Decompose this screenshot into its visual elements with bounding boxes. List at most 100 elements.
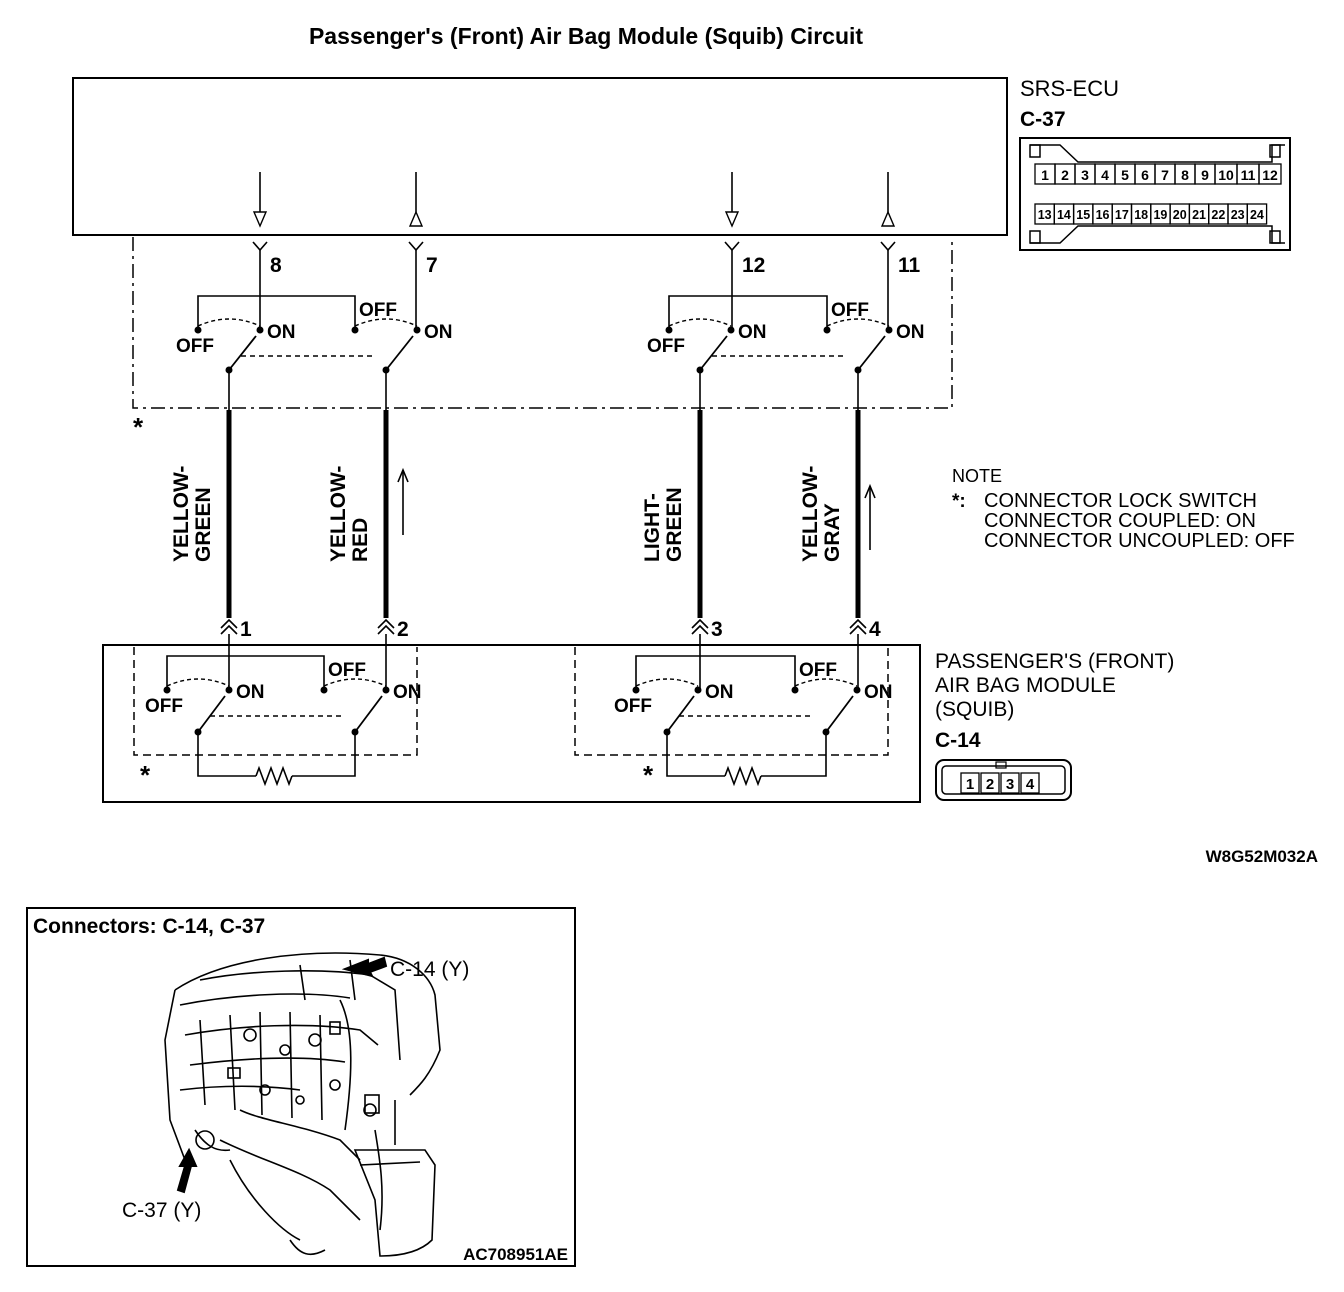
wire-color-label: RED xyxy=(349,518,372,562)
location-inset: Connectors: C-14, C-37 xyxy=(26,907,576,1267)
squib-lead xyxy=(292,732,356,777)
current-direction-arrowhead xyxy=(864,483,876,499)
switch-blade xyxy=(228,335,257,371)
switch-travel-arc xyxy=(354,318,418,327)
switch-on-label: ON xyxy=(267,322,296,343)
ecu-name: SRS-ECU xyxy=(1020,76,1119,101)
squib-lead xyxy=(666,732,725,777)
connector-chevron xyxy=(691,624,709,635)
module-pin-box xyxy=(960,772,980,794)
switch-blade xyxy=(354,695,383,733)
module-pin-number: 1 xyxy=(966,776,974,793)
terminal-junction xyxy=(252,241,268,252)
switch-contact-on xyxy=(727,326,735,334)
connector-chevron xyxy=(849,618,867,629)
switch-contact-on xyxy=(225,686,233,694)
ecu-pin-number: 4 xyxy=(1101,167,1109,183)
ecu-terminal-number: 11 xyxy=(898,254,921,277)
ecu-pin-number: 22 xyxy=(1211,208,1225,222)
module-terminal-number: 3 xyxy=(711,618,723,641)
squib-lead xyxy=(761,732,827,777)
module-right-marker: * xyxy=(643,760,654,790)
switch-contact-on xyxy=(853,686,861,694)
ecu-lock-switch-boundary xyxy=(132,237,953,409)
c37-location-label: C-37 (Y) xyxy=(122,1199,201,1222)
ecu-pin-number: 18 xyxy=(1134,208,1148,222)
switch-off-label: OFF xyxy=(176,336,214,357)
c37-location-arrow xyxy=(176,1147,198,1194)
diagram-code: W8G52M032A xyxy=(1206,847,1318,866)
switch-travel-arc xyxy=(166,678,230,687)
note-line-1: CONNECTOR LOCK SWITCH xyxy=(984,490,1257,512)
connector-chevron xyxy=(377,618,395,629)
switch-off-label: OFF xyxy=(359,300,397,321)
ecu-pin-number: 2 xyxy=(1061,167,1069,183)
module-terminal-number: 1 xyxy=(240,618,252,641)
ecu-terminal-number: 7 xyxy=(426,254,438,277)
ecu-connector-id: C-37 xyxy=(1020,108,1066,131)
module-pin-number: 4 xyxy=(1026,776,1035,793)
switch-travel-arc xyxy=(668,318,732,327)
switch-on-label: ON xyxy=(896,322,925,343)
switch-off-label: OFF xyxy=(145,696,183,717)
wire-color-label: YELLOW- xyxy=(799,466,822,562)
ecu-pin-number: 10 xyxy=(1218,167,1234,183)
diagram-title: Passenger's (Front) Air Bag Module (Squi… xyxy=(309,23,863,49)
current-direction-arrowhead xyxy=(397,467,409,483)
module-pin-box xyxy=(1020,772,1040,794)
module-pin-box xyxy=(1000,772,1020,794)
ecu-lock-switch-marker: * xyxy=(133,412,144,442)
module-pin-number: 2 xyxy=(986,776,994,793)
connector-chevron xyxy=(377,624,395,635)
terminal-junction xyxy=(408,241,424,252)
note-heading: NOTE xyxy=(952,466,1002,486)
ecu-terminal-number: 8 xyxy=(270,254,282,277)
module-name-line1: PASSENGER'S (FRONT) xyxy=(935,650,1174,673)
ecu-pin-number: 1 xyxy=(1041,167,1049,183)
switch-blade xyxy=(825,695,854,733)
switch-off-label: OFF xyxy=(647,336,685,357)
ecu-pin-box xyxy=(1258,163,1282,185)
note-line-3: CONNECTOR UNCOUPLED: OFF xyxy=(984,530,1295,552)
location-frame xyxy=(26,907,576,1267)
ecu-pin-number: 15 xyxy=(1076,208,1090,222)
module-box xyxy=(102,644,921,803)
ecu-pin-number: 19 xyxy=(1153,208,1167,222)
ecu-pin-number: 13 xyxy=(1038,208,1052,222)
terminal-junction xyxy=(724,241,740,252)
ecu-pin-number: 3 xyxy=(1081,167,1089,183)
switch-on-label: ON xyxy=(393,682,422,703)
ecu-pin-number: 24 xyxy=(1250,208,1264,222)
ecu-pin-number: 6 xyxy=(1141,167,1149,183)
switch-off-label: OFF xyxy=(799,660,837,681)
note-marker: *: xyxy=(952,491,966,512)
switch-off-label: OFF xyxy=(328,660,366,681)
c14-location-arrow xyxy=(341,956,388,978)
switch-travel-arc xyxy=(197,318,261,327)
ecu-pin-number: 8 xyxy=(1181,167,1189,183)
switch-on-label: ON xyxy=(864,682,893,703)
switch-on-label: ON xyxy=(424,322,453,343)
terminal-junction xyxy=(880,241,896,252)
switch-travel-arc xyxy=(794,678,858,687)
switch-on-label: ON xyxy=(705,682,734,703)
ecu-pin-number: 17 xyxy=(1115,208,1129,222)
ecu-box xyxy=(72,77,1008,236)
module-switch-boundary-left xyxy=(133,647,418,756)
module-name-line2: AIR BAG MODULE xyxy=(935,674,1116,697)
signal-arrow-down xyxy=(724,211,740,228)
ecu-pin-number: 11 xyxy=(1241,167,1256,183)
switch-blade xyxy=(666,695,695,733)
ecu-pin-number: 14 xyxy=(1057,208,1071,222)
signal-arrow-up xyxy=(408,210,424,227)
wire-color-label: YELLOW- xyxy=(170,466,193,562)
location-code: AC708951AE xyxy=(463,1245,568,1264)
module-name-line3: (SQUIB) xyxy=(935,698,1014,721)
switch-travel-arc xyxy=(323,678,387,687)
switch-travel-arc xyxy=(635,678,699,687)
signal-arrow-down xyxy=(252,211,268,228)
ecu-pin-number: 5 xyxy=(1121,167,1129,183)
